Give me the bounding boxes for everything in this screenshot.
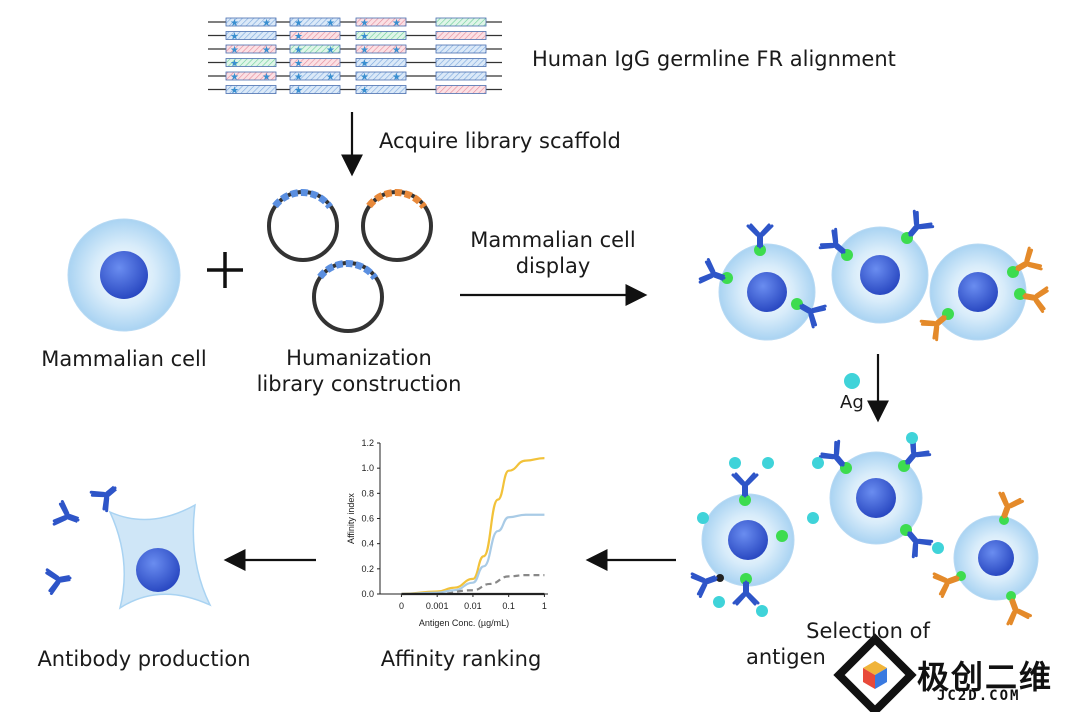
series-line-2 [401,513,545,596]
svg-text:★: ★ [294,18,303,29]
watermark-en: JC2D.COM [937,688,1021,704]
watermark-logo-icon [833,633,917,712]
series-line-3 [437,574,545,596]
svg-text:★: ★ [230,18,239,29]
svg-text:★: ★ [294,72,303,83]
display-label-line2: display [515,254,591,278]
svg-text:★: ★ [294,86,303,97]
svg-text:★: ★ [392,45,401,56]
svg-text:★: ★ [360,86,369,97]
display-label-line1: Mammalian cell [470,228,636,252]
antibody-production-graphic [44,477,212,610]
x-tick-label: 1 [542,601,547,611]
svg-text:★: ★ [360,45,369,56]
svg-text:★: ★ [230,72,239,83]
chart-axes [379,443,548,595]
svg-text:★: ★ [230,45,239,56]
mammalian-cell-graphic [67,218,181,332]
selection-cells-graphic [689,432,1039,627]
mammalian-cell-label: Mammalian cell [41,347,207,371]
y-tick-label: 0.2 [361,564,374,574]
y-tick-label: 0.4 [361,539,374,549]
germline-alignment-label: Human IgG germline FR alignment [532,47,896,71]
svg-text:★: ★ [326,72,335,83]
y-tick-label: 0.6 [361,514,374,524]
humanization-label-line2: library construction [256,372,462,396]
svg-text:★: ★ [326,45,335,56]
svg-text:★: ★ [326,18,335,29]
svg-text:★: ★ [230,32,239,43]
antigen-icon [844,373,860,389]
svg-text:★: ★ [360,72,369,83]
selection-label-line1: Selection of [806,619,930,643]
affinity-chart: 0.0 0.2 0.4 0.6 0.8 1.0 1.2 0 0.001 0.01 0.1 1Antig… [346,438,548,628]
svg-text:★: ★ [294,32,303,43]
humanization-label-line1: Humanization [286,346,432,370]
svg-text:★: ★ [392,18,401,29]
x-tick-label: 0.001 [426,601,449,611]
svg-text:★: ★ [230,86,239,97]
svg-text:★: ★ [360,18,369,29]
antibody-production-label: Antibody production [37,647,251,671]
antigen-label: Ag [840,392,864,413]
y-tick-label: 1.2 [361,438,374,448]
series-line-1 [401,457,545,596]
svg-text:★: ★ [262,72,271,83]
svg-text:★: ★ [262,18,271,29]
y-tick-label: 1.0 [361,463,374,473]
affinity-ranking-label: Affinity ranking [380,647,542,671]
x-tick-label: 0 [399,601,404,611]
y-tick-label: 0.8 [361,488,374,498]
svg-text:★: ★ [392,72,401,83]
y-axis-label: Affinity index [346,493,356,544]
selection-label-line2: antigen [746,645,826,669]
plasmid-library-graphic [267,188,433,333]
svg-text:★: ★ [262,45,271,56]
acquire-scaffold-label: Acquire library scaffold [379,129,621,153]
svg-text:★: ★ [294,45,303,56]
germline-alignment-graphic: ★ ★ ★ ★ ★ ★ ★ ★ ★ ★ ★ ★ ★ ★ ★ ★ ★ ★ ★ ★ ★ ★ ★ ★ ★ ★ ★ [208,17,502,97]
x-tick-label: 0.1 [502,601,515,611]
svg-text:★: ★ [360,32,369,43]
y-tick-label: 0.0 [361,589,374,599]
svg-text:★: ★ [294,59,303,70]
x-axis-label: Antigen Conc. (µg/mL) [419,618,509,628]
displayed-cells-graphic [697,208,1050,342]
watermark-cn: 极创二维 [917,658,1054,696]
x-tick-label: 0.01 [464,601,482,611]
plus-icon [207,252,243,288]
svg-text:★: ★ [360,59,369,70]
svg-text:★: ★ [230,59,239,70]
